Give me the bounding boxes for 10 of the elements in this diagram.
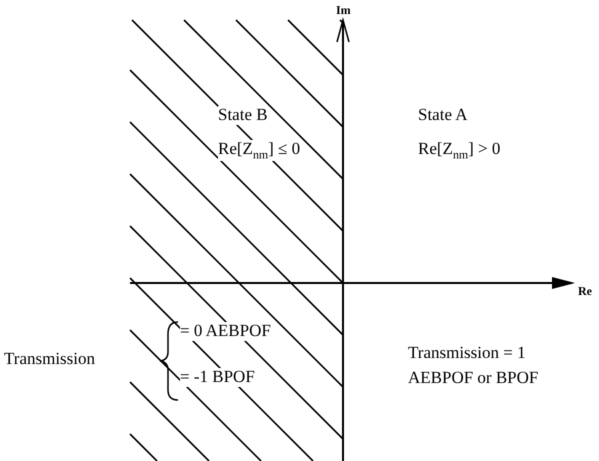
- region-label: State A: [418, 106, 468, 125]
- region-label: AEBPOF or BPOF: [408, 369, 538, 388]
- region-label: = -1 BPOF: [180, 368, 255, 387]
- axis-label: Im: [336, 4, 351, 18]
- region-label: Re[Z$_{nm}$] > 0: [418, 140, 500, 162]
- axis-label: Re: [578, 285, 592, 298]
- region-label: = 0 AEBPOF: [180, 322, 271, 341]
- region-label: Transmission = 1: [408, 344, 526, 363]
- region-label: Re[Z$_{nm}$] ≤ 0: [218, 140, 300, 162]
- region-label: State B: [218, 106, 268, 125]
